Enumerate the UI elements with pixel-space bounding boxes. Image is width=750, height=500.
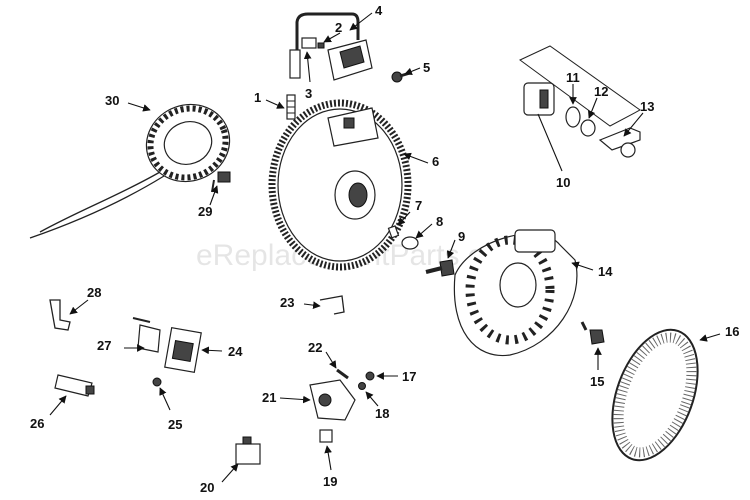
nut-part-17[interactable] [365, 371, 375, 381]
callout-23: 23 [280, 295, 294, 310]
starter-cup-assembly[interactable] [519, 45, 641, 158]
callout-27: 27 [97, 338, 111, 353]
callout-28: 28 [87, 285, 101, 300]
callout-15: 15 [590, 374, 604, 389]
callout-21: 21 [262, 390, 276, 405]
callout-24: 24 [228, 344, 243, 359]
callout-16: 16 [725, 324, 739, 339]
callout-30: 30 [105, 93, 119, 108]
callout-26: 26 [30, 416, 44, 431]
callout-17: 17 [402, 369, 416, 384]
leader-lines [49, 12, 721, 483]
callout-29: 29 [198, 204, 212, 219]
callout-20: 20 [200, 480, 214, 495]
callout-25: 25 [168, 417, 182, 432]
blower-housing-part[interactable] [453, 229, 578, 357]
screw-part-15[interactable] [580, 321, 605, 345]
relay-part[interactable] [235, 436, 261, 465]
stator-part[interactable] [29, 93, 240, 239]
callout-2: 2 [335, 20, 342, 35]
terminal-part[interactable] [132, 317, 161, 353]
nut-part-18[interactable] [358, 382, 366, 390]
callout-18: 18 [375, 406, 389, 421]
callout-12: 12 [594, 84, 608, 99]
callout-8: 8 [436, 214, 443, 229]
connector-part[interactable] [54, 374, 95, 397]
washer-part[interactable] [401, 236, 419, 250]
bracket-part[interactable] [301, 37, 317, 49]
screw-part-25[interactable] [152, 377, 162, 387]
grass-screen-part[interactable] [596, 318, 714, 472]
screw-part-22[interactable] [336, 368, 349, 380]
callout-labels: 1 2 3 4 5 6 7 8 9 10 11 12 13 14 15 16 1… [30, 3, 739, 495]
screw-part-29[interactable] [211, 171, 231, 193]
key-part[interactable] [387, 225, 400, 239]
callout-3: 3 [305, 86, 312, 101]
flywheel-screw-part[interactable] [425, 259, 455, 277]
callout-1: 1 [254, 90, 261, 105]
callout-10: 10 [556, 175, 570, 190]
callout-4: 4 [375, 3, 383, 18]
callout-7: 7 [415, 198, 422, 213]
callout-6: 6 [432, 154, 439, 169]
rectifier-part[interactable] [164, 327, 202, 373]
callout-13: 13 [640, 99, 654, 114]
callout-11: 11 [566, 70, 580, 85]
spark-plug-part[interactable] [286, 94, 296, 120]
solenoid-part[interactable] [309, 379, 356, 421]
bracket-part-23[interactable] [319, 295, 345, 315]
callout-9: 9 [458, 229, 465, 244]
clip-part-28[interactable] [49, 299, 71, 331]
flywheel-part[interactable] [268, 99, 412, 271]
screw-part[interactable] [317, 42, 325, 49]
clip-part[interactable] [319, 429, 333, 443]
callout-22: 22 [308, 340, 322, 355]
ignition-module-part[interactable] [289, 12, 373, 81]
callout-5: 5 [423, 60, 430, 75]
callout-19: 19 [323, 474, 337, 489]
callout-14: 14 [598, 264, 613, 279]
